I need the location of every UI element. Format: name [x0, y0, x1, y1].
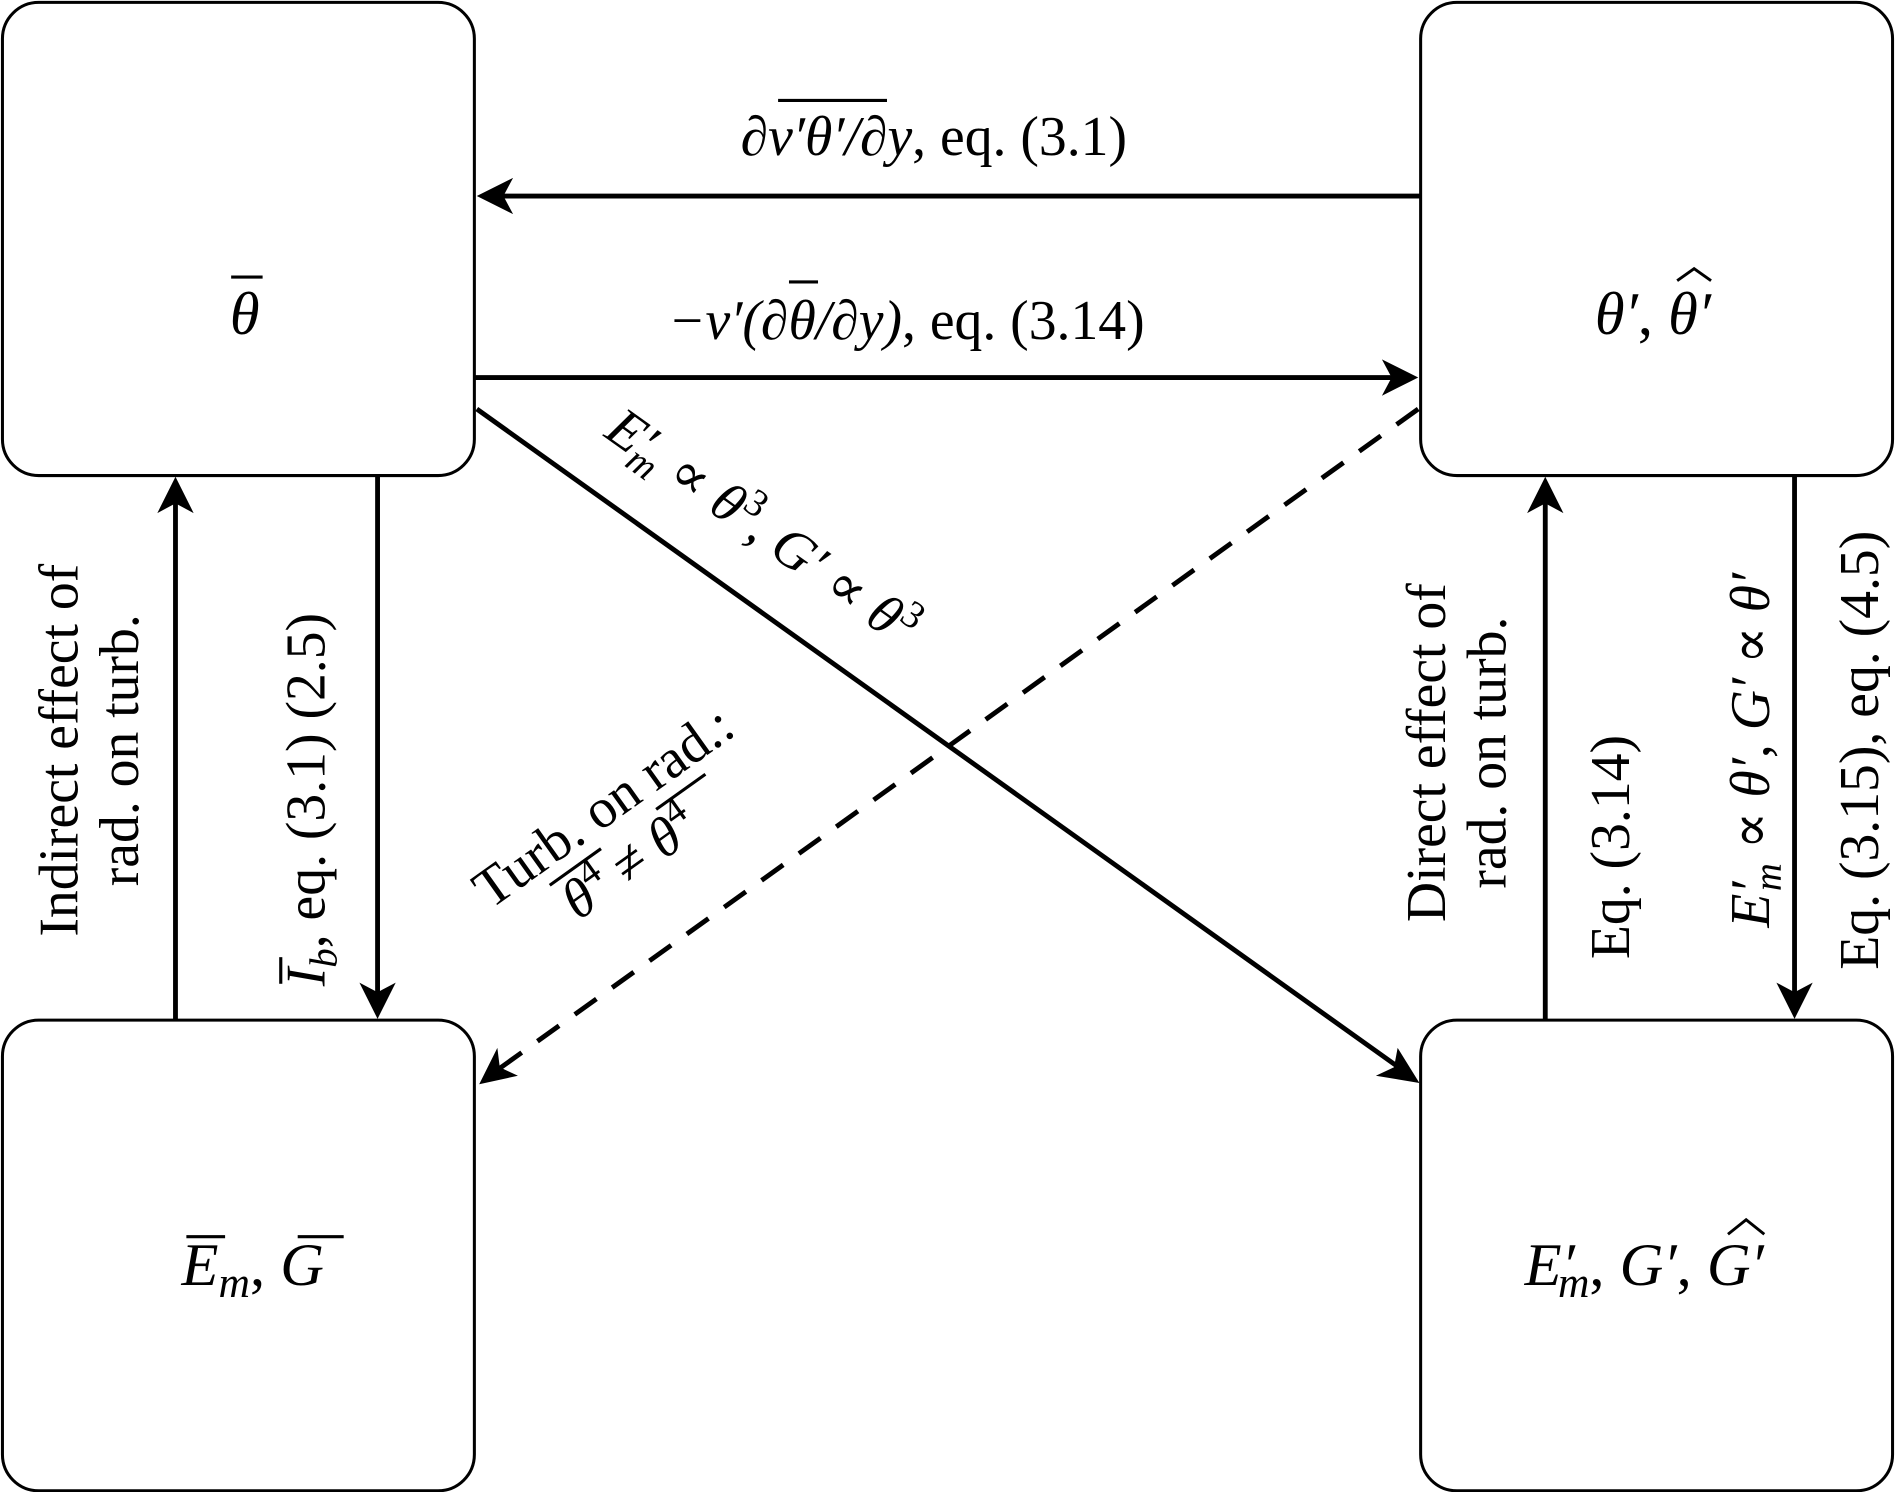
I-symbol: I: [275, 965, 337, 987]
label-fluct-source-eq: Eq. (3.15), eq. (4.5): [1829, 531, 1891, 970]
hat-accent: [1676, 266, 1712, 282]
G-prime-symbol: G′: [1620, 1232, 1678, 1299]
arrowhead: [1527, 476, 1564, 514]
label-indirect-effect-line2: rad. on turb.: [89, 614, 151, 886]
overline-theta4: [548, 847, 602, 887]
theta-prime: θ′: [1595, 281, 1639, 348]
box-mean-radiation: [0, 1018, 476, 1492]
proportional: ∝: [1720, 798, 1782, 864]
E-prime-symbol: E′: [1524, 1232, 1576, 1299]
separator: ,: [1638, 281, 1668, 348]
theta-prime: θ′: [1720, 757, 1782, 797]
theta-hat-prime: θ′: [1720, 572, 1782, 612]
edge-fluct-source: E′m ∝ θ′, G′ ∝ θ′ Eq. (3.15), eq. (4.5): [1720, 475, 1891, 1019]
edge-mean-to-fluct-radiation: E′m ∝ θ3, G′ ∝ θ3: [475, 395, 1420, 1084]
label-fluctuating-temperature: θ′, θ′: [1595, 281, 1712, 348]
arrowhead: [157, 476, 194, 514]
box-fluctuating-temperature: [1419, 0, 1895, 478]
partial-y: /∂y): [813, 290, 902, 352]
label-direct-effect-eq: Eq. (3.14): [1580, 735, 1642, 959]
edge-direct-effect: Direct effect of rad. on turb. Eq. (3.14…: [1396, 476, 1642, 1021]
label-fluctuating-radiation: E′m, G′, G′: [1524, 1232, 1765, 1307]
theta-hat-prime: θ′: [1668, 281, 1712, 348]
arrowhead: [476, 177, 514, 215]
edge-turb-on-rad: Turb. on rad.: θ4 ≠ θ4: [462, 407, 1420, 1085]
label-mean-source: Ib, eq. (3.1) (2.5): [275, 613, 345, 987]
arrowhead: [1776, 982, 1813, 1019]
G-symbol: G: [280, 1232, 324, 1299]
subscript-m: m: [1558, 1259, 1589, 1307]
overline-theta: [655, 772, 707, 811]
label-indirect-effect-line1: Indirect effect of: [28, 563, 90, 936]
label-turb-flux-to-mean: ∂v′θ′/∂y, eq. (3.1): [741, 106, 1127, 168]
minus-v-prime: −v′(∂: [668, 290, 788, 352]
edge-mean-source: Ib, eq. (3.1) (2.5): [275, 475, 396, 1019]
subscript-m: m: [219, 1259, 250, 1307]
subscript-b: b: [302, 948, 345, 967]
theta-bar: θ: [788, 290, 815, 352]
hat-accent: [1727, 1217, 1766, 1236]
eq-reference: , eq. (3.1): [912, 106, 1127, 168]
label-direct-effect-line2: rad. on turb.: [1456, 617, 1518, 889]
eq-reference: , eq. (3.1) (2.5): [275, 613, 337, 948]
arrow-line: [475, 407, 1406, 1073]
edge-indirect-effect: Indirect effect of rad. on turb.: [28, 476, 194, 1021]
partial: ∂: [741, 106, 769, 168]
separator: ,: [1720, 730, 1782, 758]
node-mean-radiation: Em, G: [0, 1018, 476, 1492]
label-fluct-source: E′m ∝ θ′, G′ ∝ θ′: [1720, 572, 1790, 929]
arrowhead: [359, 982, 396, 1019]
box-mean-temperature: [0, 0, 476, 478]
v-theta-product: v′θ′: [768, 106, 845, 168]
node-fluctuating-radiation: E′m, G′, G′: [1419, 1018, 1895, 1492]
G-hat-prime-symbol: G′: [1707, 1232, 1765, 1299]
E-symbol: E: [181, 1232, 219, 1299]
separator: ,: [250, 1232, 280, 1299]
E-prime: E′: [1720, 881, 1782, 929]
separator: ,: [1677, 1232, 1707, 1299]
G-hat-prime: G′: [1720, 677, 1782, 730]
box-fluctuating-radiation: [1419, 1018, 1895, 1492]
partial-y: /∂y: [842, 106, 913, 168]
proportional: ∝: [1720, 612, 1782, 678]
separator: ,: [1589, 1232, 1619, 1299]
node-fluctuating-temperature: θ′, θ′: [1419, 0, 1895, 478]
edge-turb-flux-to-mean: ∂v′θ′/∂y, eq. (3.1): [476, 98, 1421, 215]
label-mean-temperature: θ: [230, 281, 260, 348]
subscript-m: m: [1747, 863, 1790, 891]
arrowhead: [1375, 1047, 1420, 1084]
label-direct-effect-line1: Direct effect of: [1396, 583, 1458, 922]
edge-mean-gradient-to-fluct: −v′(∂θ/∂y), eq. (3.14): [474, 280, 1419, 396]
label-mean-gradient-to-fluct: −v′(∂θ/∂y), eq. (3.14): [668, 290, 1145, 352]
eq-reference: , eq. (3.14): [902, 290, 1145, 352]
arrowhead: [479, 1047, 518, 1085]
node-mean-temperature: θ: [0, 0, 476, 478]
dashed-arrow-line: [494, 407, 1420, 1073]
arrowhead: [1381, 359, 1419, 396]
label-mean-radiation: Em, G: [181, 1232, 324, 1307]
